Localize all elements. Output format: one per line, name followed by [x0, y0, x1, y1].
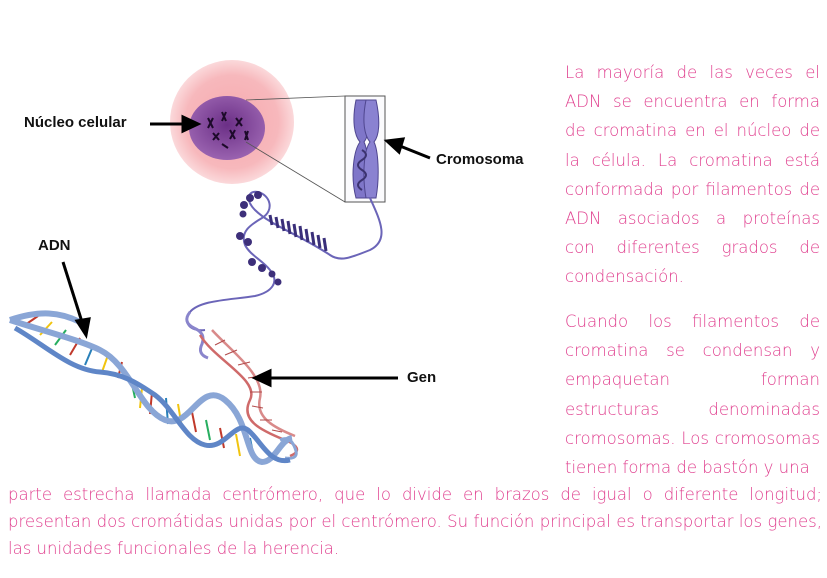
- nucleus-chromosomes: [207, 111, 249, 149]
- paragraph-chromatin: La mayoría de las veces el ADN se encuen…: [565, 63, 820, 287]
- gene-helix: [198, 329, 299, 460]
- chromatin-coil: [185, 190, 383, 360]
- dna-label: ADN: [38, 237, 71, 254]
- dna-helix: [9, 310, 294, 466]
- arrows: [61, 114, 431, 388]
- cell: [170, 60, 294, 184]
- paragraph-centromere: parte estrecha llamada centrómero, que l…: [8, 485, 822, 558]
- nucleus: [189, 96, 265, 160]
- nucleus-label: Núcleo celular: [24, 114, 127, 131]
- chromosome-label: Cromosoma: [436, 151, 524, 168]
- gene-label: Gen: [407, 369, 437, 386]
- paragraph-chromosomes: Cuando los filamentos de cromatina se co…: [565, 312, 820, 478]
- chromosome: [352, 99, 380, 199]
